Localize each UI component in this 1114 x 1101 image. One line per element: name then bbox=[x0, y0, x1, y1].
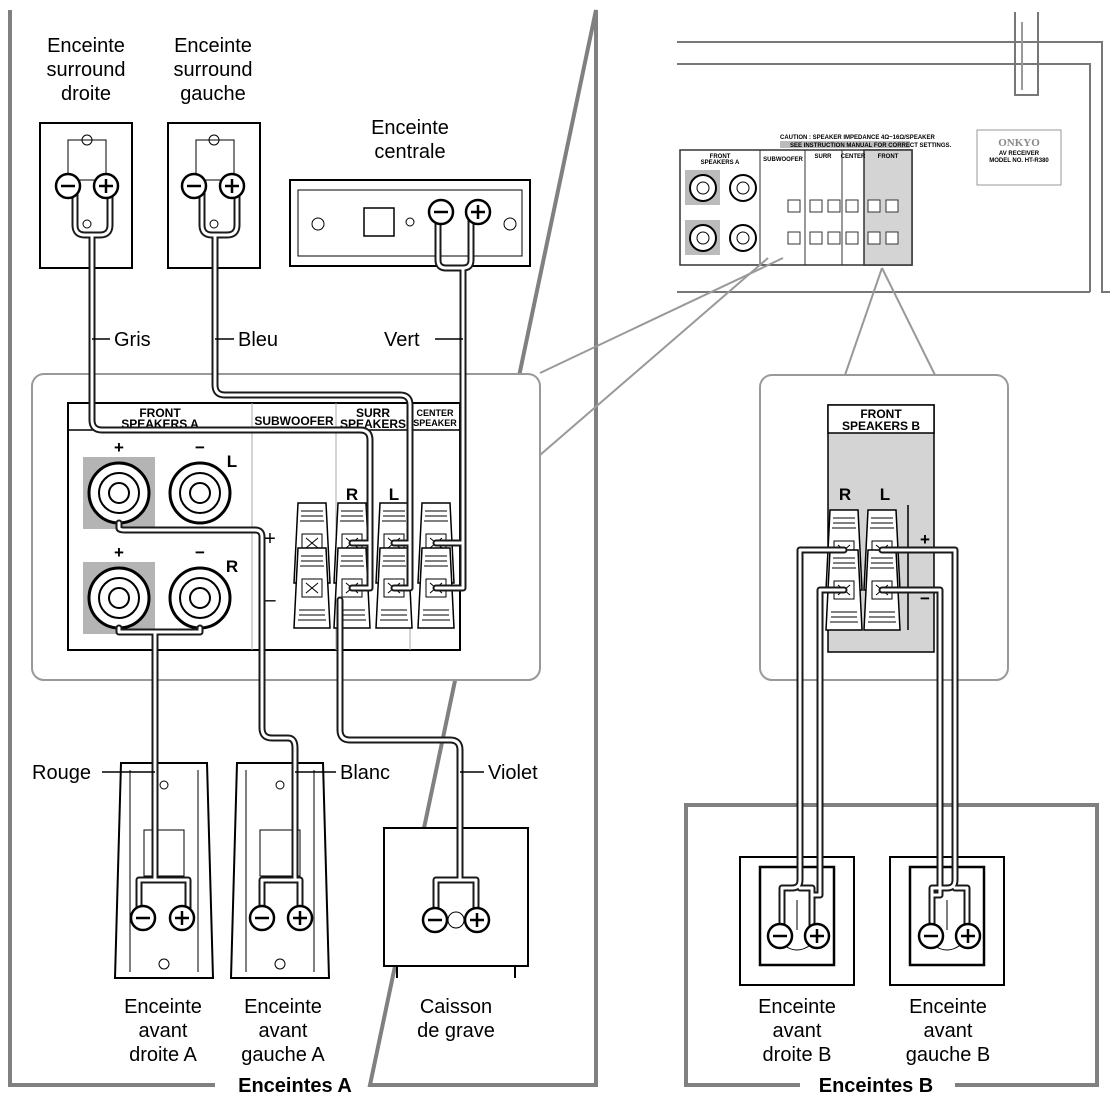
surround-right-label-2: surround bbox=[47, 59, 126, 81]
cable-labels: Gris Bleu Vert Rouge Blanc Violet bbox=[32, 329, 538, 784]
post-minus-l: − bbox=[195, 438, 205, 457]
front-left-b-label-3: gauche B bbox=[906, 1044, 991, 1066]
mini-front-b: FRONT bbox=[878, 154, 899, 160]
center-label-2: centrale bbox=[374, 141, 445, 163]
front-b-r-label: R bbox=[839, 485, 851, 504]
surr-l-label: L bbox=[389, 485, 399, 504]
mini-surr: SURR bbox=[814, 154, 832, 160]
post-plus-l: + bbox=[114, 438, 124, 457]
subwoofer-speaker bbox=[383, 827, 529, 978]
minus-terminal-icon bbox=[54, 172, 82, 200]
surround-right-label-3: droite bbox=[61, 83, 111, 105]
plus-terminal-icon bbox=[803, 922, 831, 950]
front-left-a-label-2: avant bbox=[259, 1020, 308, 1042]
plus-terminal-icon bbox=[464, 198, 492, 226]
front-left-a-label: Enceinte bbox=[244, 996, 322, 1018]
group-b-label: Enceintes B bbox=[819, 1075, 933, 1096]
post-minus-r: − bbox=[195, 543, 205, 562]
front-left-b-label-2: avant bbox=[924, 1020, 973, 1042]
cable-white-label: Blanc bbox=[340, 762, 390, 784]
front-right-b-label-2: avant bbox=[773, 1020, 822, 1042]
front-b-plus: + bbox=[920, 530, 930, 549]
center-heading: CENTER bbox=[416, 408, 454, 418]
front-left-a-speaker bbox=[229, 762, 331, 979]
binding-posts: + − L + − R bbox=[83, 438, 238, 634]
center-speaker bbox=[289, 179, 531, 267]
post-plus-r: + bbox=[114, 543, 124, 562]
front-a-heading: FRONT bbox=[139, 406, 181, 420]
model-line-1: AV RECEIVER bbox=[999, 151, 1040, 157]
cable-violet-label: Violet bbox=[488, 762, 538, 784]
subwoofer-label: Caisson bbox=[420, 996, 492, 1018]
front-right-b-label: Enceinte bbox=[758, 996, 836, 1018]
mini-front-a-2: SPEAKERS A bbox=[701, 160, 740, 166]
minus-terminal-icon bbox=[427, 198, 455, 226]
cable-blue-label: Bleu bbox=[238, 329, 278, 351]
minus-terminal-icon bbox=[917, 922, 945, 950]
front-b-heading-2: SPEAKERS B bbox=[842, 419, 920, 433]
keyhole-icon bbox=[311, 217, 325, 231]
minus-terminal-icon bbox=[248, 904, 276, 932]
caution-text: CAUTION : SPEAKER IMPEDANCE 4Ω~16Ω/SPEAK… bbox=[780, 135, 935, 141]
surround-left-label: Enceinte bbox=[174, 35, 252, 57]
surround-right-speaker bbox=[39, 122, 133, 269]
front-b-l-label: L bbox=[880, 485, 890, 504]
post-l-label: L bbox=[227, 452, 237, 471]
surround-left-label-3: gauche bbox=[180, 83, 246, 105]
group-b-frame bbox=[684, 803, 1099, 1087]
cable-gray-label: Gris bbox=[114, 329, 151, 351]
plus-terminal-icon bbox=[954, 922, 982, 950]
post-r-label: R bbox=[226, 557, 238, 576]
keyhole-icon bbox=[81, 134, 93, 146]
plus-terminal-icon bbox=[286, 904, 314, 932]
model-line-2: MODEL NO. HT-R380 bbox=[989, 158, 1049, 164]
surr-r-label: R bbox=[346, 485, 358, 504]
surr-heading: SURR bbox=[356, 406, 390, 420]
plus-terminal-icon bbox=[92, 172, 120, 200]
keyhole-icon bbox=[274, 958, 286, 970]
speaker-labels: Enceinte surround droite Enceinte surrou… bbox=[47, 35, 991, 1066]
plus-terminal-icon bbox=[463, 906, 491, 934]
cable-red-label: Rouge bbox=[32, 762, 91, 784]
minus-terminal-icon bbox=[421, 906, 449, 934]
mini-front-a: FRONT bbox=[710, 154, 731, 160]
minus-terminal-icon bbox=[129, 904, 157, 932]
front-right-a-label-2: avant bbox=[139, 1020, 188, 1042]
front-right-b-label-3: droite B bbox=[763, 1044, 832, 1066]
minus-terminal-icon bbox=[180, 172, 208, 200]
front-right-a-speaker bbox=[113, 762, 215, 979]
keyhole-icon bbox=[158, 958, 170, 970]
speaker-cables bbox=[71, 184, 971, 934]
subwoofer-heading: SUBWOOFER bbox=[254, 414, 334, 428]
panel-plus-sign: + bbox=[264, 528, 276, 550]
brand-logo: ONKYO bbox=[998, 137, 1040, 149]
front-left-a-label-3: gauche A bbox=[241, 1044, 325, 1066]
group-a-label: Enceintes A bbox=[238, 1075, 352, 1096]
center-heading-2: SPEAKER bbox=[413, 418, 457, 428]
subwoofer-label-2: de grave bbox=[417, 1020, 495, 1042]
panel-minus-sign: – bbox=[264, 589, 276, 611]
minus-terminal-icon bbox=[766, 922, 794, 950]
front-right-a-label-3: droite A bbox=[129, 1044, 197, 1066]
front-right-a-label: Enceinte bbox=[124, 996, 202, 1018]
mini-center: CENTER bbox=[841, 154, 866, 160]
center-label: Enceinte bbox=[371, 117, 449, 139]
plus-terminal-icon bbox=[168, 904, 196, 932]
plus-terminal-icon bbox=[218, 172, 246, 200]
binding-post-icon bbox=[87, 461, 232, 630]
keyhole-icon bbox=[208, 134, 220, 146]
mini-subwoofer: SUBWOOFER bbox=[763, 157, 803, 163]
front-left-b-speaker bbox=[889, 856, 1005, 986]
surround-left-label-2: surround bbox=[174, 59, 253, 81]
surround-right-label: Enceinte bbox=[47, 35, 125, 57]
cable-green-label: Vert bbox=[384, 329, 420, 351]
receiver-rear-panel: CAUTION : SPEAKER IMPEDANCE 4Ω~16Ω/SPEAK… bbox=[539, 12, 1110, 456]
caution-text-2: SEE INSTRUCTION MANUAL FOR CORRECT SETTI… bbox=[790, 143, 952, 149]
front-b-minus: − bbox=[920, 589, 930, 608]
front-left-b-label: Enceinte bbox=[909, 996, 987, 1018]
front-b-heading: FRONT bbox=[860, 407, 902, 421]
